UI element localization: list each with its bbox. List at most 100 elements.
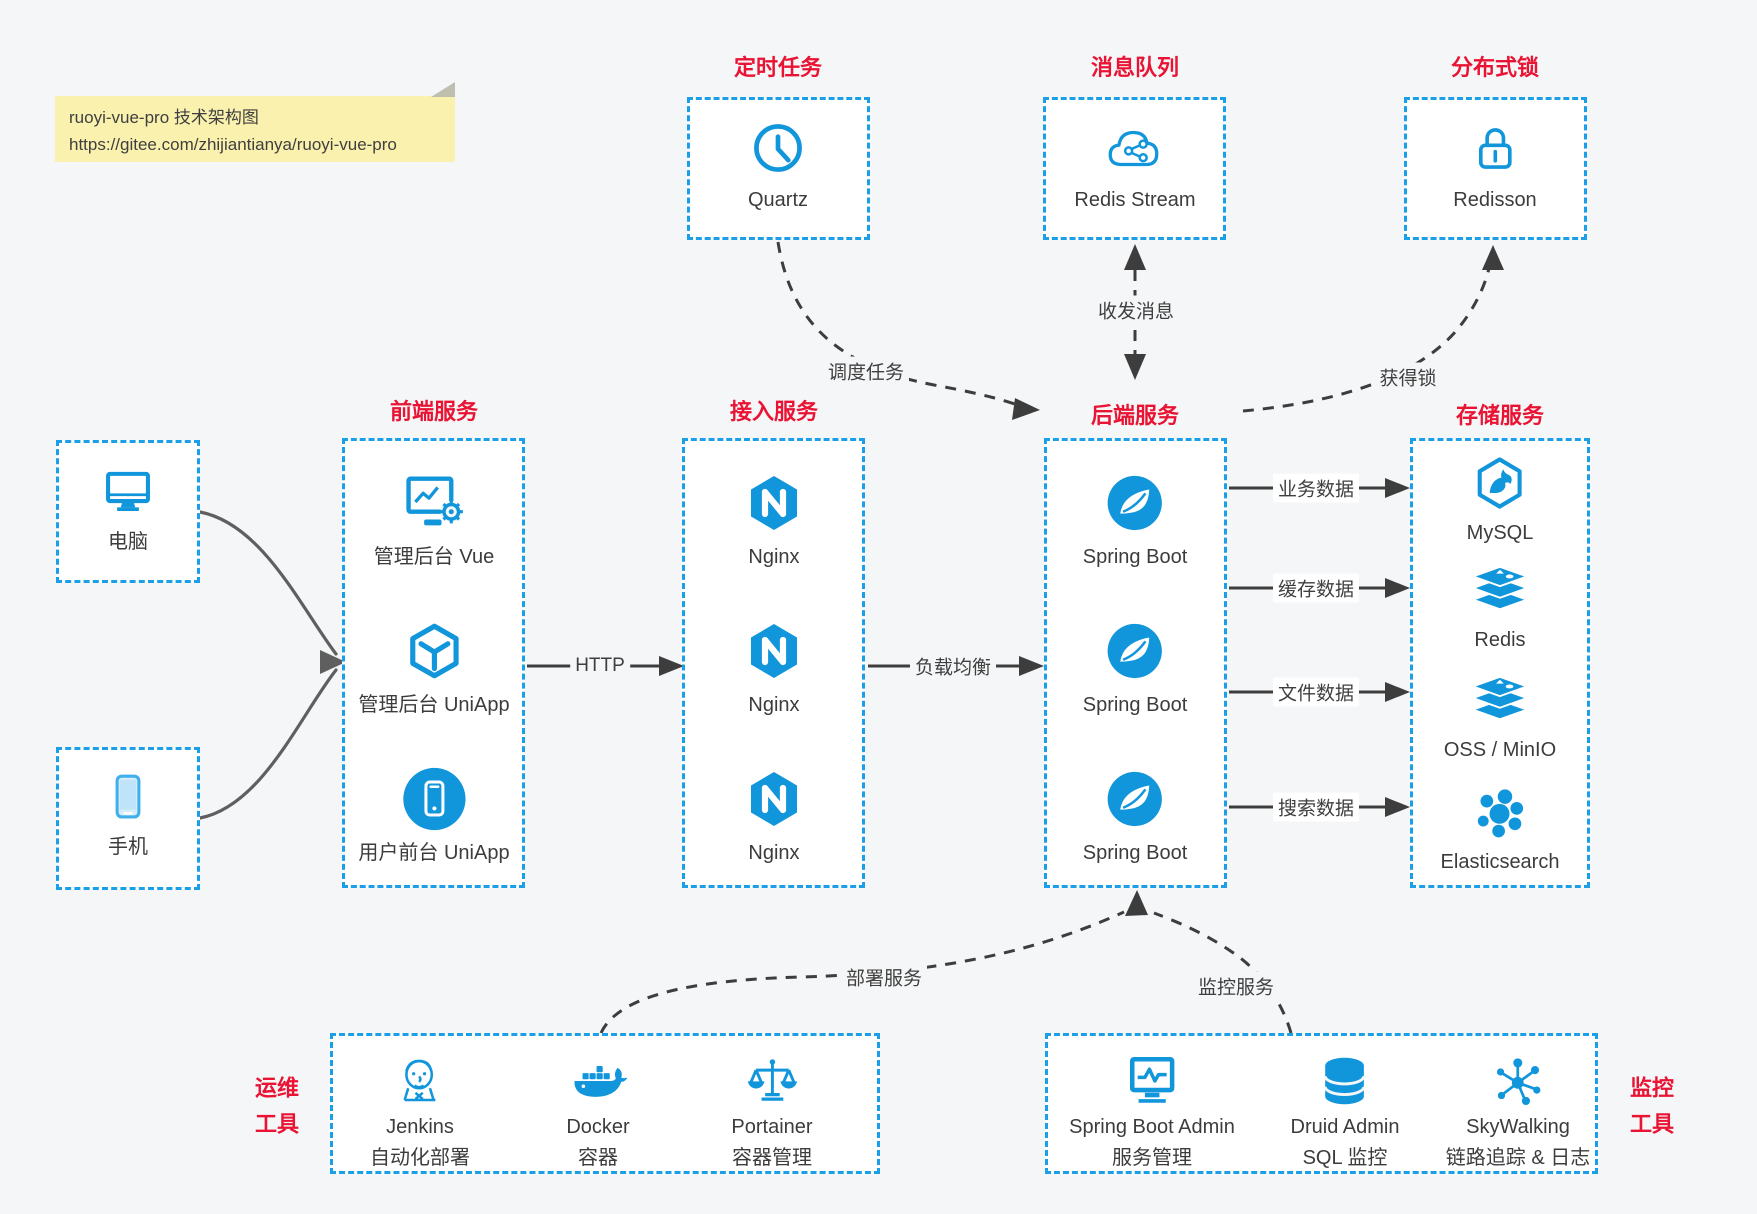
uniapp-cube-icon: [401, 618, 467, 684]
lock-title: 分布式锁: [1450, 55, 1540, 80]
edge-label-file-data: 文件数据: [1272, 677, 1360, 707]
edge-label-acquire-lock: 获得锁: [1374, 362, 1442, 392]
devops-item-desc: 容器: [577, 1147, 618, 1169]
monitoring-box: [1045, 1033, 1598, 1174]
node-portainer: Portainer 容器管理: [731, 1052, 813, 1172]
devops-item-name: Jenkins: [386, 1116, 454, 1138]
nginx-icon: [741, 766, 807, 832]
arrowhead-schedule: [1012, 398, 1040, 420]
node-computer: 电脑: [99, 463, 157, 556]
node-redis-stream: Redis Stream: [1074, 117, 1196, 214]
arrowhead-search-data: [1385, 797, 1410, 817]
node-nginx-2: Nginx: [741, 618, 807, 719]
node-docker: Docker 容器: [566, 1052, 630, 1172]
phone-box: [56, 747, 200, 890]
storage-item-label: Elasticsearch: [1440, 851, 1560, 873]
elasticsearch-icon: [1471, 783, 1529, 841]
note-url: https://gitee.com/zhijiantianya/ruoyi-vu…: [69, 135, 397, 155]
devops-title: 运维 工具: [255, 1071, 299, 1144]
devops-title-line1: 运维: [254, 1075, 300, 1101]
edge-label-deploy: 部署服务: [840, 962, 928, 992]
arrowhead-messages-down: [1124, 354, 1146, 380]
mysql-icon: [1471, 454, 1529, 512]
backend-title: 后端服务: [1090, 403, 1180, 428]
gateway-item-label: Nginx: [748, 842, 800, 864]
arrowhead-acquire-lock: [1482, 245, 1504, 270]
storage-item-label: Redis: [1474, 629, 1526, 651]
backend-item-label: Spring Boot: [1082, 546, 1188, 568]
mq-item-label: Redis Stream: [1074, 189, 1196, 211]
arrowhead-cache-data: [1385, 578, 1410, 598]
admin-vue-icon: [401, 470, 467, 536]
node-spring-boot-3: Spring Boot: [1083, 766, 1187, 867]
node-redisson: Redisson: [1453, 117, 1537, 214]
gateway-item-label: Nginx: [748, 694, 800, 716]
phone-label: 手机: [108, 836, 148, 858]
edge-label-search-data: 搜索数据: [1272, 792, 1360, 822]
skywalking-network-icon: [1489, 1052, 1547, 1110]
clock-icon: [747, 117, 809, 179]
node-admin-uniapp: 管理后台 UniApp: [358, 618, 510, 719]
storage-item-label: MySQL: [1466, 522, 1534, 544]
edge-label-load-balance: 负载均衡: [909, 651, 997, 681]
arrowhead-business-data: [1385, 478, 1410, 498]
edge-label-cache-data: 缓存数据: [1272, 573, 1360, 603]
frontend-item-label: 管理后台 Vue: [373, 546, 495, 568]
node-phone: 手机: [99, 768, 157, 861]
monitoring-title-line2: 工具: [1629, 1112, 1675, 1137]
nginx-icon: [741, 618, 807, 684]
devops-item-desc: 容器管理: [732, 1147, 812, 1169]
frontend-item-label: 用户前台 UniApp: [358, 842, 510, 864]
devops-item-desc: 自动化部署: [370, 1147, 470, 1169]
edge-phone-frontend: [198, 668, 338, 820]
desktop-icon: [99, 463, 157, 521]
edge-label-schedule: 调度任务: [822, 356, 910, 386]
node-spring-boot-admin: Spring Boot Admin 服务管理: [1069, 1052, 1235, 1172]
devops-item-name: Portainer: [731, 1116, 813, 1138]
monitoring-item-name: Druid Admin: [1290, 1116, 1400, 1138]
note-title: ruoyi-vue-pro 技术架构图: [69, 108, 259, 127]
arrowhead-http: [659, 656, 684, 676]
arrowhead-messages-up: [1124, 244, 1146, 270]
node-redis: Redis: [1471, 561, 1529, 654]
node-quartz: Quartz: [747, 117, 809, 214]
storage-item-label: OSS / MinIO: [1443, 739, 1557, 761]
frontend-item-label: 管理后台 UniApp: [358, 694, 510, 716]
smartphone-icon: [99, 768, 157, 826]
devops-box: [330, 1033, 880, 1174]
mq-title: 消息队列: [1090, 55, 1180, 80]
frontend-title: 前端服务: [389, 399, 479, 424]
node-admin-vue: 管理后台 Vue: [374, 470, 494, 571]
edge-acquire-lock: [1242, 267, 1491, 413]
node-user-uniapp: 用户前台 UniApp: [358, 766, 510, 867]
sticky-note: ruoyi-vue-pro 技术架构图 https://gitee.com/zh…: [55, 82, 455, 162]
note-fold-corner: [431, 82, 455, 97]
spring-boot-admin-icon: [1123, 1052, 1181, 1110]
devops-title-line2: 工具: [254, 1112, 300, 1137]
gateway-item-label: Nginx: [748, 546, 800, 568]
monitoring-item-name: SkyWalking: [1466, 1116, 1570, 1138]
edge-computer-frontend: [198, 510, 338, 656]
arrowhead-load-balance: [1019, 656, 1044, 676]
monitoring-item-desc: 链路追踪 & 日志: [1445, 1147, 1591, 1169]
backend-item-label: Spring Boot: [1082, 694, 1188, 716]
druid-database-icon: [1316, 1052, 1374, 1110]
scheduler-item-label: Quartz: [747, 189, 809, 211]
node-elasticsearch: Elasticsearch: [1440, 783, 1560, 876]
arrowhead-file-data: [1385, 682, 1410, 702]
mobile-app-circle-icon: [401, 766, 467, 832]
gateway-title: 接入服务: [729, 399, 819, 424]
devops-item-name: Docker: [566, 1116, 630, 1138]
node-spring-boot-1: Spring Boot: [1082, 470, 1188, 571]
jenkins-icon: [391, 1052, 449, 1110]
monitoring-item-desc: SQL 监控: [1302, 1147, 1388, 1169]
edge-label-http: HTTP: [570, 654, 630, 678]
node-spring-boot-2: Spring Boot: [1082, 618, 1188, 719]
node-jenkins: Jenkins 自动化部署: [370, 1052, 470, 1172]
node-nginx-1: Nginx: [741, 470, 807, 571]
edge-label-messages: 收发消息: [1092, 295, 1180, 325]
oss-minio-icon: [1471, 671, 1529, 729]
portainer-scales-icon: [743, 1052, 801, 1110]
edge-label-monitor: 监控服务: [1192, 971, 1280, 1001]
